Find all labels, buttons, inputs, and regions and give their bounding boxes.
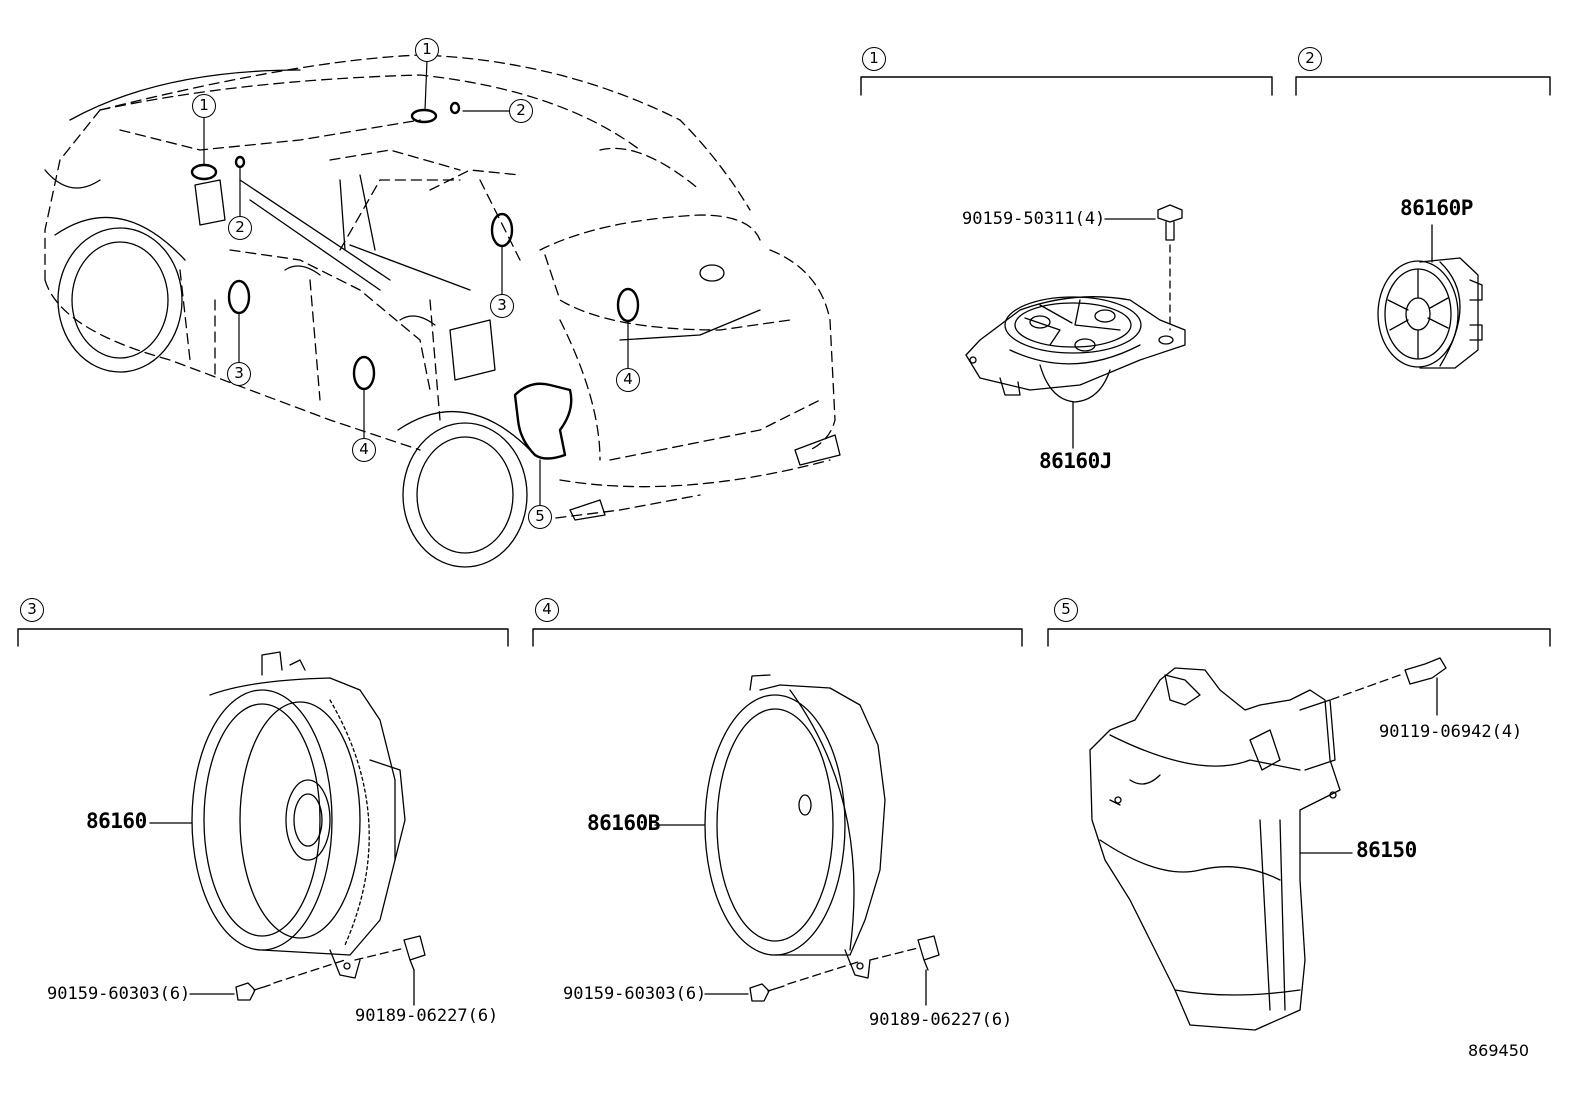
speaker-86160b-drawing [654, 674, 940, 1006]
subwoofer-86150-drawing [1089, 657, 1447, 1031]
callout-3-rear-door: 3 [490, 294, 514, 318]
section-4-marker: 4 [535, 598, 559, 622]
section-2-marker: 2 [1298, 47, 1322, 71]
callout-5-quarter: 5 [528, 505, 552, 529]
callout-3-front-door: 3 [227, 362, 251, 386]
callout-1-rear: 1 [415, 38, 439, 62]
callout-1-front: 1 [192, 94, 216, 118]
callout-4-back-door: 4 [616, 368, 640, 392]
vehicle-outline [44, 54, 836, 521]
section-5-marker: 5 [1054, 598, 1078, 622]
label-tweeter-86160p[interactable]: 86160P [1400, 196, 1473, 220]
callout-leaders [203, 59, 629, 506]
label-bolt-90119-06942[interactable]: 90119-06942(4) [1379, 722, 1523, 742]
label-speaker-86160[interactable]: 86160 [86, 809, 147, 833]
tweeter-86160p-drawing [1377, 224, 1483, 369]
label-clip-90189-06227-a[interactable]: 90189-06227(6) [355, 1006, 499, 1026]
callout-4-rear-door: 4 [352, 438, 376, 462]
speaker-86160-drawing [149, 651, 426, 1006]
label-subwoofer-86150[interactable]: 86150 [1356, 838, 1417, 862]
diagram-reference-number: 869450 [1468, 1041, 1530, 1060]
callout-2-front: 2 [228, 216, 252, 240]
label-screw-90159-60303-a[interactable]: 90159-60303(6) [47, 984, 191, 1004]
label-screw-90159-50311[interactable]: 90159-50311(4) [962, 209, 1106, 229]
tweeter-86160j-drawing [965, 204, 1186, 449]
section-brackets [17, 76, 1551, 647]
callout-2-rear: 2 [509, 99, 533, 123]
label-speaker-86160b[interactable]: 86160B [587, 811, 660, 835]
speaker-locations [190, 101, 640, 460]
vehicle-details [44, 69, 841, 568]
section-1-marker: 1 [862, 47, 886, 71]
label-screw-90159-60303-b[interactable]: 90159-60303(6) [563, 984, 707, 1004]
label-tweeter-86160j[interactable]: 86160J [1039, 449, 1112, 473]
section-3-marker: 3 [20, 598, 44, 622]
label-clip-90189-06227-b[interactable]: 90189-06227(6) [869, 1010, 1013, 1030]
